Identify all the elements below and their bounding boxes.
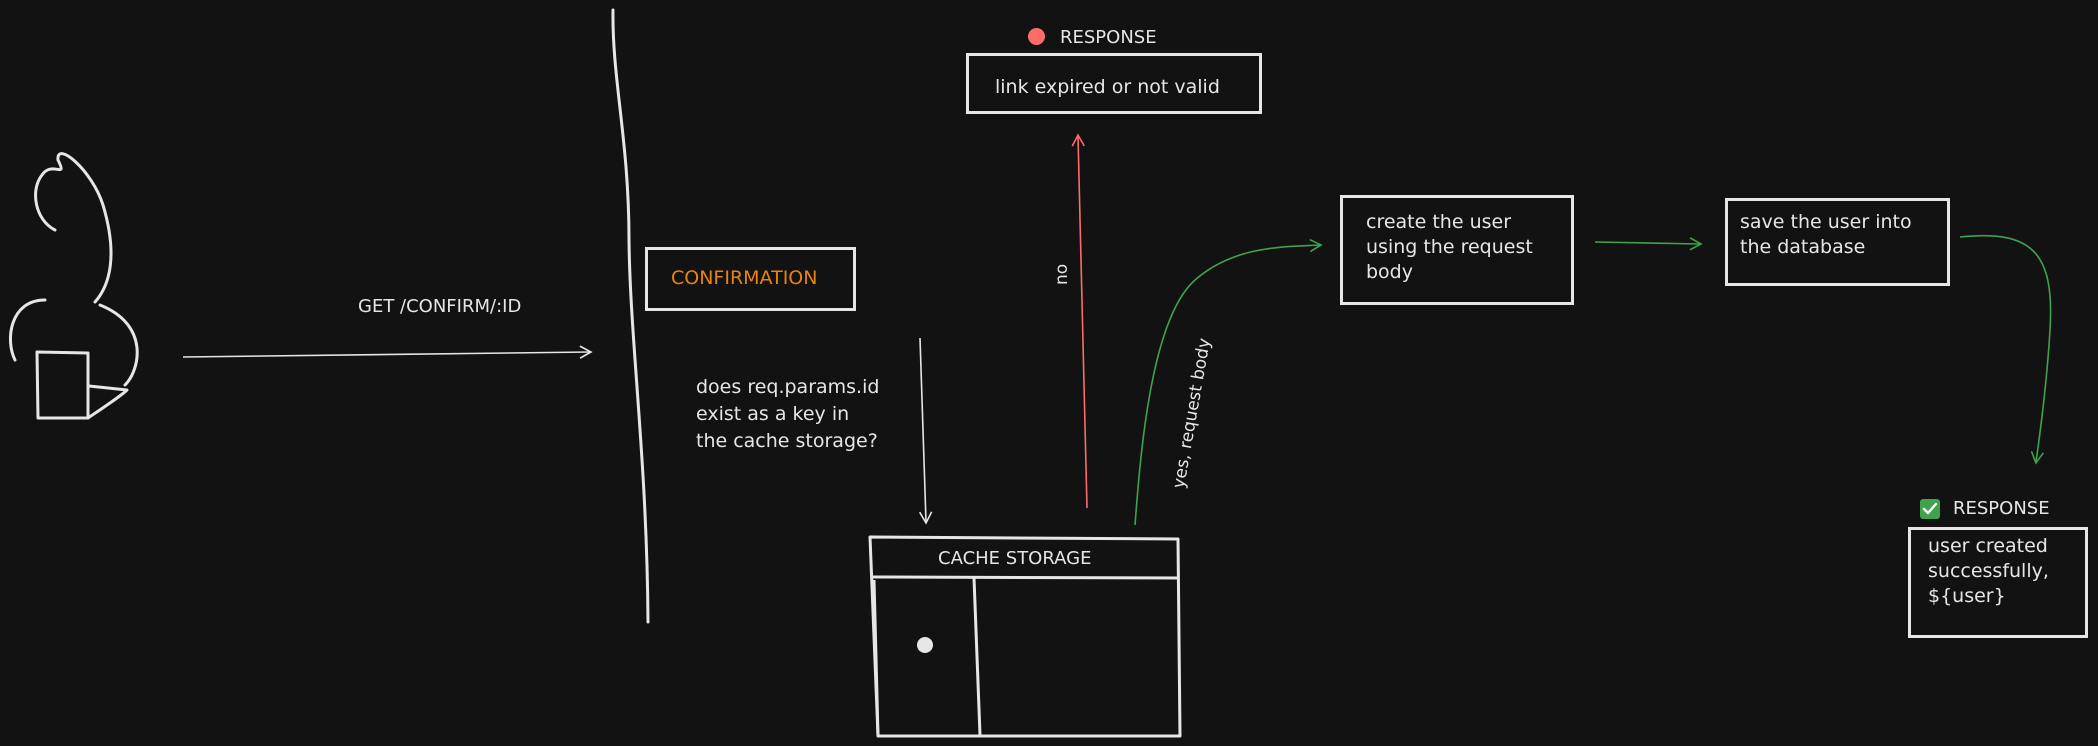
cache-query-text: does req.params.id exist as a key in the… [696,376,880,452]
request-label: GET /CONFIRM/:ID [358,296,522,317]
save-user-text: save the user into the database [1740,211,1912,258]
green-check-icon [1920,499,1940,519]
no-label: no [1052,263,1072,285]
yes-arrow [1134,238,1323,526]
server-boundary-line [611,8,650,624]
no-arrow [1071,133,1088,509]
error-response-message: link expired or not valid [995,76,1220,98]
user-figure-icon [8,152,139,420]
request-arrow [182,345,593,359]
red-dot-icon [1028,28,1045,45]
create-user-box [1340,195,1574,305]
create-user-text: create the user using the request body [1366,211,1533,283]
create-to-save-arrow [1594,237,1703,251]
cache-entry-dot [917,637,933,653]
confirmation-box [645,247,856,311]
save-user-box [1725,198,1950,286]
cache-storage-label: CACHE STORAGE [938,548,1092,569]
success-response-message: user created successfully, ${user} [1928,535,2049,607]
cache-storage-table [868,535,1182,738]
save-to-response-arrow [1959,234,2052,465]
query-arrow [918,337,933,525]
error-response-box [966,53,1262,114]
error-response-title: RESPONSE [1060,27,1157,48]
success-response-title: RESPONSE [1953,498,2050,519]
confirmation-label: CONFIRMATION [671,267,818,289]
success-response-box [1908,527,2088,638]
